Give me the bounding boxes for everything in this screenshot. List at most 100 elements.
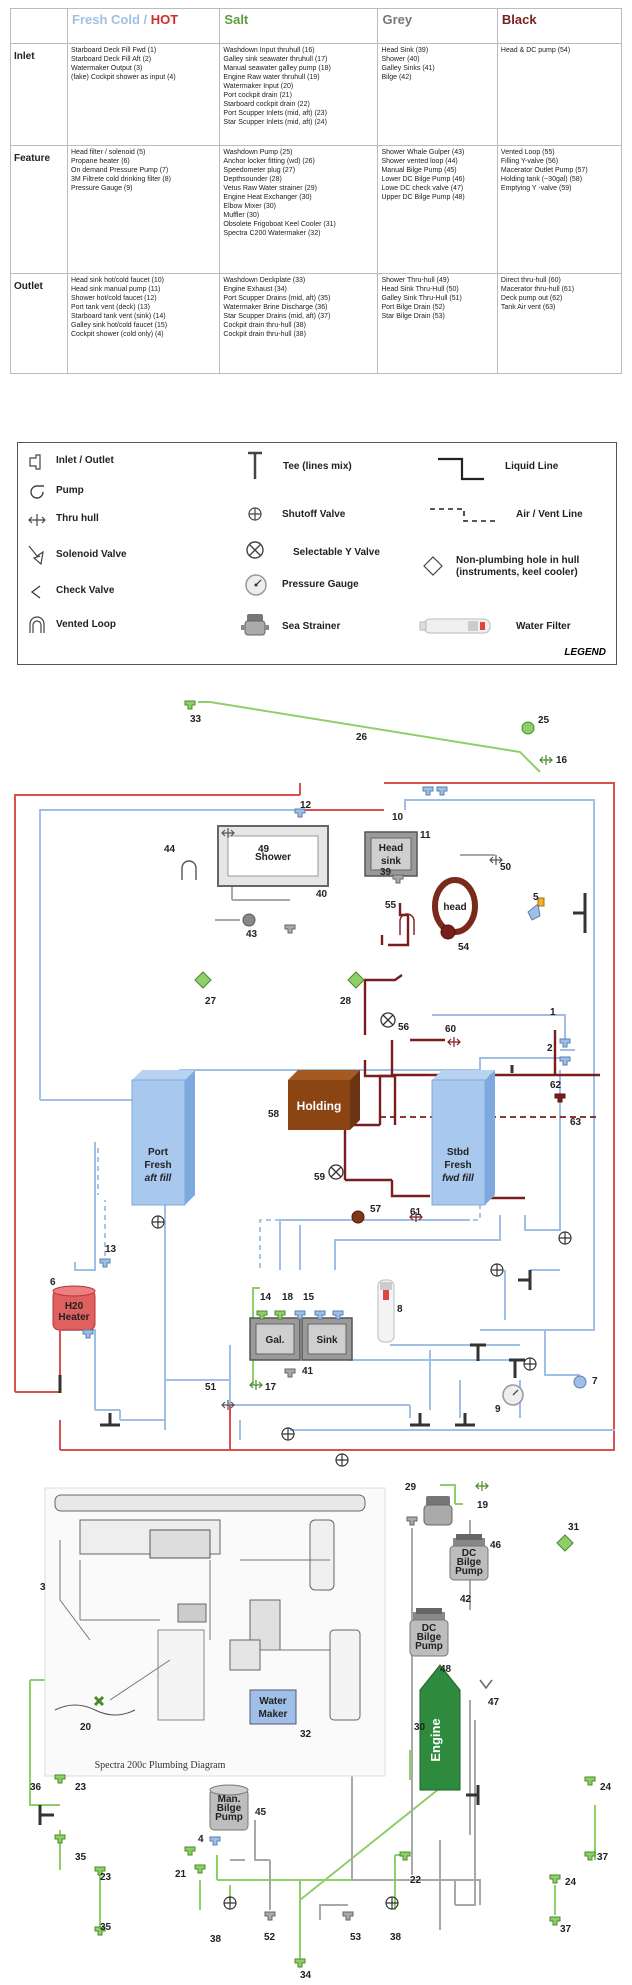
- thru-hulls: [221, 755, 553, 1491]
- legend-label: Selectable Y Valve: [293, 547, 380, 558]
- black-water-lines: [343, 903, 600, 1200]
- cell-line: Port tank vent (deck) (13): [71, 304, 150, 311]
- cell-line: Vented Loop (55): [500, 149, 555, 156]
- cell-line: Shower Whale Gulper (43): [381, 149, 465, 156]
- cell-line: Vetus Raw Water strainer (29): [223, 185, 317, 192]
- svg-text:28: 28: [340, 996, 352, 1007]
- cell-line: Shower (40): [381, 56, 420, 63]
- cell-line: Manual Bilge Pump (45): [381, 167, 457, 174]
- cell-line: Direct thru-hull (60): [500, 277, 561, 284]
- cell-line: Anchor locker fitting (wd) (26): [223, 158, 315, 165]
- svg-text:43: 43: [246, 929, 258, 940]
- galley-label: Gal.: [266, 1335, 285, 1346]
- legend-label: Water Filter: [516, 621, 571, 632]
- hull-holes: [194, 971, 574, 1552]
- svg-text:32: 32: [300, 1729, 312, 1740]
- cell-salt: Washdown Deckplate (33)Engine Exhaust (3…: [219, 273, 379, 374]
- svg-text:41: 41: [302, 1366, 314, 1377]
- thru-hull-icon: [28, 514, 46, 526]
- port-tank-label-1: Port: [148, 1147, 169, 1158]
- dc-bilge-pump-46: DC Bilge Pump: [449, 1534, 489, 1581]
- cell-line: Head Sink (39): [381, 47, 429, 54]
- heater-label-2: Heater: [58, 1312, 89, 1323]
- check-valve-47: [479, 1679, 493, 1690]
- cell-line: Shower Thru-hull (49): [381, 277, 450, 284]
- cell-line: Engine Heat Exchanger (30): [223, 194, 312, 201]
- manual-bilge-pump-45: Man. Bilge Pump: [209, 1784, 249, 1831]
- cell-grey: Shower Thru-hull (49) Head Sink Thru-Hull…: [377, 273, 498, 374]
- svg-text:18: 18: [282, 1292, 294, 1303]
- water-filter-8: [377, 1279, 395, 1343]
- holding-tank: Holding: [288, 1070, 360, 1130]
- cell-grey: Head Sink (39)Shower (40)Galley Sinks (4…: [377, 43, 498, 146]
- head-sink-label-2: sink: [381, 856, 401, 867]
- engine: Engine: [419, 1664, 461, 1791]
- stbd-tank-label-1: Stbd: [447, 1147, 469, 1158]
- y-valves: [328, 1012, 396, 1180]
- water-heater: H20 Heater: [52, 1285, 96, 1331]
- table-row: Outlet Head sink hot/cold faucet (10)Hea…: [10, 273, 623, 374]
- svg-text:24: 24: [600, 1782, 612, 1793]
- tee-icon: [248, 451, 262, 479]
- sea-strainer-29: [423, 1496, 453, 1526]
- svg-text:33: 33: [190, 714, 202, 725]
- pumps: [242, 721, 587, 1389]
- svg-text:13: 13: [105, 1244, 117, 1255]
- header-hot-label: HOT: [150, 12, 179, 27]
- cell-line: Star Bilge Drain (53): [381, 313, 445, 320]
- cell-line: Star Scupper Inlets (mid, aft) (24): [223, 119, 327, 126]
- svg-text:9: 9: [495, 1404, 501, 1415]
- watermaker-inlet-20: [93, 1695, 105, 1707]
- cell-fresh: Starboard Deck Fill Fwd (1)Starboard Dec…: [66, 43, 221, 146]
- row-label: Inlet: [10, 43, 68, 146]
- shower-label: Shower: [255, 852, 291, 863]
- svg-text:1: 1: [550, 1007, 556, 1018]
- cell-line: Obsolete Frigoboat Keel Cooler (31): [223, 221, 336, 228]
- svg-text:24: 24: [565, 1877, 577, 1888]
- legend-label: Check Valve: [56, 585, 115, 596]
- svg-text:48: 48: [440, 1664, 452, 1675]
- port-tank-label-2: Fresh: [144, 1160, 171, 1171]
- svg-text:61: 61: [410, 1207, 422, 1218]
- header-black: Black: [496, 8, 623, 44]
- legend-label: Pressure Gauge: [282, 579, 359, 590]
- row-label: Feature: [10, 145, 68, 274]
- svg-text:3: 3: [40, 1582, 46, 1593]
- cell-line: Filling Y-valve (56): [500, 158, 559, 165]
- dc-bilge-46-label-2: Bilge: [457, 1557, 482, 1568]
- cell-line: Upper DC Bilge Pump (48): [381, 194, 465, 201]
- dc-bilge-pump-48: DC Bilge Pump: [409, 1608, 449, 1657]
- salt-water-lines: [29, 701, 596, 1960]
- legend-label: Solenoid Valve: [56, 549, 127, 560]
- man-bilge-label-3: Pump: [215, 1812, 243, 1823]
- legend-label: Air / Vent Line: [516, 509, 583, 520]
- cell-line: Shower hot/cold faucet (12): [71, 295, 157, 302]
- cell-line: Star Scupper Drains (mid, aft) (37): [223, 313, 331, 320]
- svg-text:7: 7: [592, 1376, 598, 1387]
- svg-text:23: 23: [75, 1782, 87, 1793]
- cell-line: Macerator thru-hull (61): [500, 286, 575, 293]
- svg-text:51: 51: [205, 1382, 217, 1393]
- shower-box: Shower: [217, 825, 329, 887]
- water-maker-label-1: Water: [259, 1696, 287, 1707]
- cell-line: Galley sink hot/cold faucet (15): [71, 322, 168, 329]
- cell-line: Starboard tank vent (sink) (14): [71, 313, 166, 320]
- dc-bilge-46-label-3: Pump: [455, 1566, 483, 1577]
- svg-text:50: 50: [500, 862, 512, 873]
- cell-line: Cockpit shower (cold only) (4): [71, 331, 164, 338]
- cell-line: Head sink hot/cold faucet (10): [71, 277, 164, 284]
- head-sink-label-1: Head: [379, 843, 403, 854]
- vent-line-icon: [430, 508, 498, 522]
- dc-bilge-46-label-1: DC: [462, 1548, 476, 1559]
- shutoff-valves: [151, 1215, 572, 1910]
- svg-text:2: 2: [547, 1043, 553, 1054]
- legend-title: LEGEND: [564, 647, 606, 658]
- svg-text:47: 47: [488, 1697, 500, 1708]
- cell-line: Head Sink Thru-Hull (50): [381, 286, 459, 293]
- svg-text:35: 35: [100, 1922, 112, 1933]
- cell-line: Lower DC Bilge Pump (46): [381, 176, 465, 183]
- cell-line: Head sink manual pump (11): [71, 286, 161, 293]
- table-corner: [10, 8, 68, 44]
- svg-text:59: 59: [314, 1172, 326, 1183]
- svg-text:36: 36: [30, 1782, 42, 1793]
